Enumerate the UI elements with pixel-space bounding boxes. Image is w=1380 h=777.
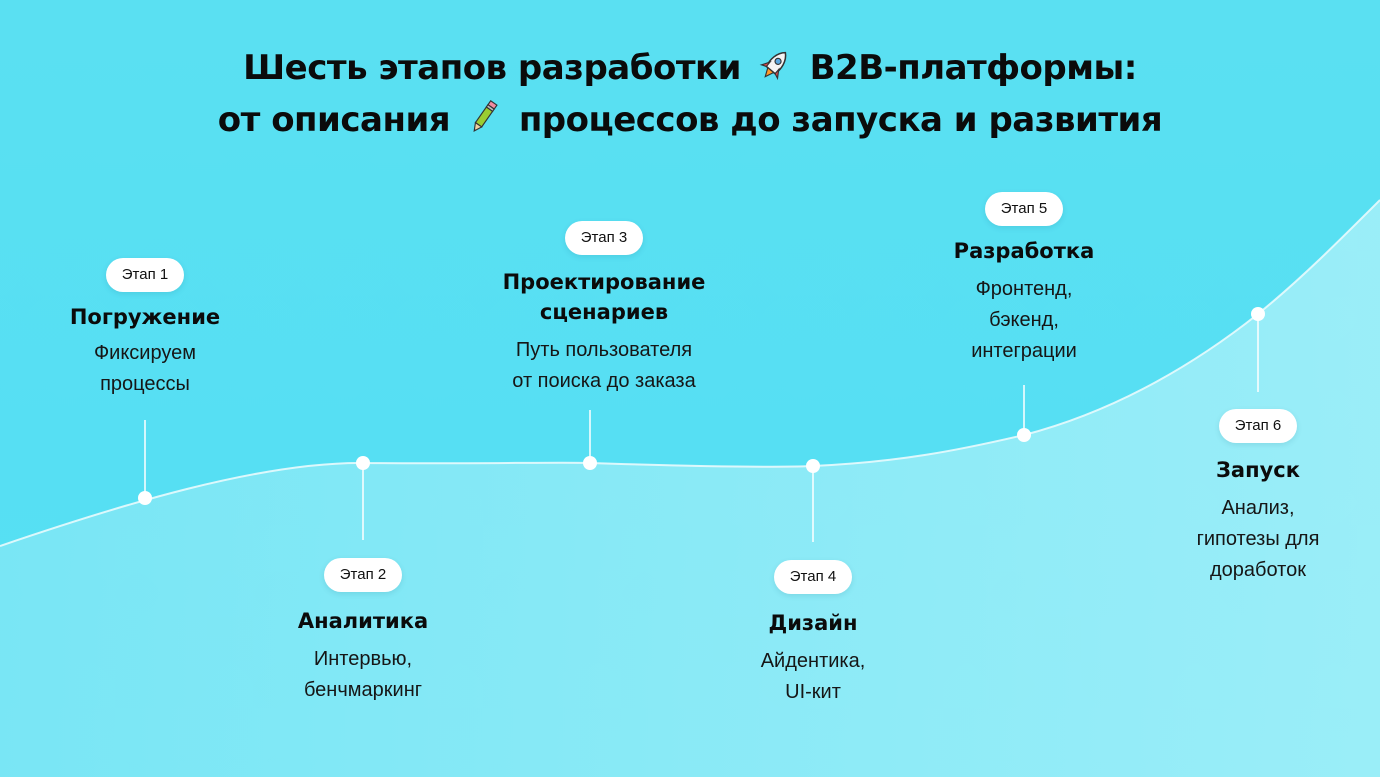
title-line-2: от описания процессов до запуска и разви… bbox=[0, 94, 1380, 146]
node-stage-5 bbox=[1017, 428, 1031, 442]
stage-tag: Этап 6 bbox=[1218, 409, 1298, 443]
progress-curve-area bbox=[0, 200, 1380, 777]
title-text-1a: Шесть этапов разработки bbox=[243, 48, 741, 88]
title-text-2a: от описания bbox=[217, 100, 451, 140]
stage-title: Проектирование сценариев bbox=[502, 270, 706, 324]
stage-tag: Этап 3 bbox=[564, 221, 644, 255]
stage-4: Этап 4 Дизайн Айдентика, UI-кит bbox=[663, 560, 963, 708]
page-title: Шесть этапов разработки B2B-платформы: о… bbox=[0, 42, 1380, 146]
stage-title: Разработка bbox=[953, 239, 1095, 263]
node-stage-6 bbox=[1251, 307, 1265, 321]
stage-description: Фиксируем процессы bbox=[93, 342, 197, 395]
stage-3: Этап 3 Проектирование сценариев Путь пол… bbox=[454, 221, 754, 397]
node-stage-2 bbox=[356, 456, 370, 470]
stage-5: Этап 5 Разработка Фронтенд, бэкенд, инте… bbox=[874, 192, 1174, 367]
title-text-2b: процессов до запуска и развития bbox=[518, 100, 1163, 140]
rocket-icon bbox=[759, 51, 787, 81]
stage-description: Путь пользователя от поиска до заказа bbox=[512, 339, 696, 392]
stage-description: Фронтенд, бэкенд, интеграции bbox=[971, 278, 1077, 362]
stage-title: Дизайн bbox=[768, 611, 858, 635]
node-stage-3 bbox=[583, 456, 597, 470]
stage-title: Аналитика bbox=[297, 609, 429, 633]
title-line-1: Шесть этапов разработки B2B-платформы: bbox=[0, 42, 1380, 94]
node-stage-4 bbox=[806, 459, 820, 473]
progress-curve-line bbox=[0, 199, 1380, 547]
stage-description: Интервью, бенчмаркинг bbox=[303, 648, 423, 701]
node-stage-1 bbox=[138, 491, 152, 505]
stage-2: Этап 2 Аналитика Интервью, бенчмаркинг bbox=[213, 558, 513, 706]
stage-tag: Этап 5 bbox=[984, 192, 1064, 226]
stage-tag: Этап 2 bbox=[323, 558, 403, 592]
stage-description: Анализ, гипотезы для доработок bbox=[1196, 497, 1320, 581]
title-text-1b: B2B-платформы: bbox=[809, 48, 1138, 88]
stage-title: Погружение bbox=[69, 305, 221, 329]
stage-tag: Этап 1 bbox=[105, 258, 185, 292]
stage-6: Этап 6 Запуск Анализ, гипотезы для дораб… bbox=[1108, 409, 1380, 586]
stage-description: Айдентика, UI-кит bbox=[760, 650, 866, 703]
stage-title: Запуск bbox=[1216, 458, 1300, 482]
stage-tag: Этап 4 bbox=[773, 560, 853, 594]
pencil-icon bbox=[473, 100, 499, 133]
stage-1: Этап 1 Погружение Фиксируем процессы bbox=[0, 258, 295, 400]
